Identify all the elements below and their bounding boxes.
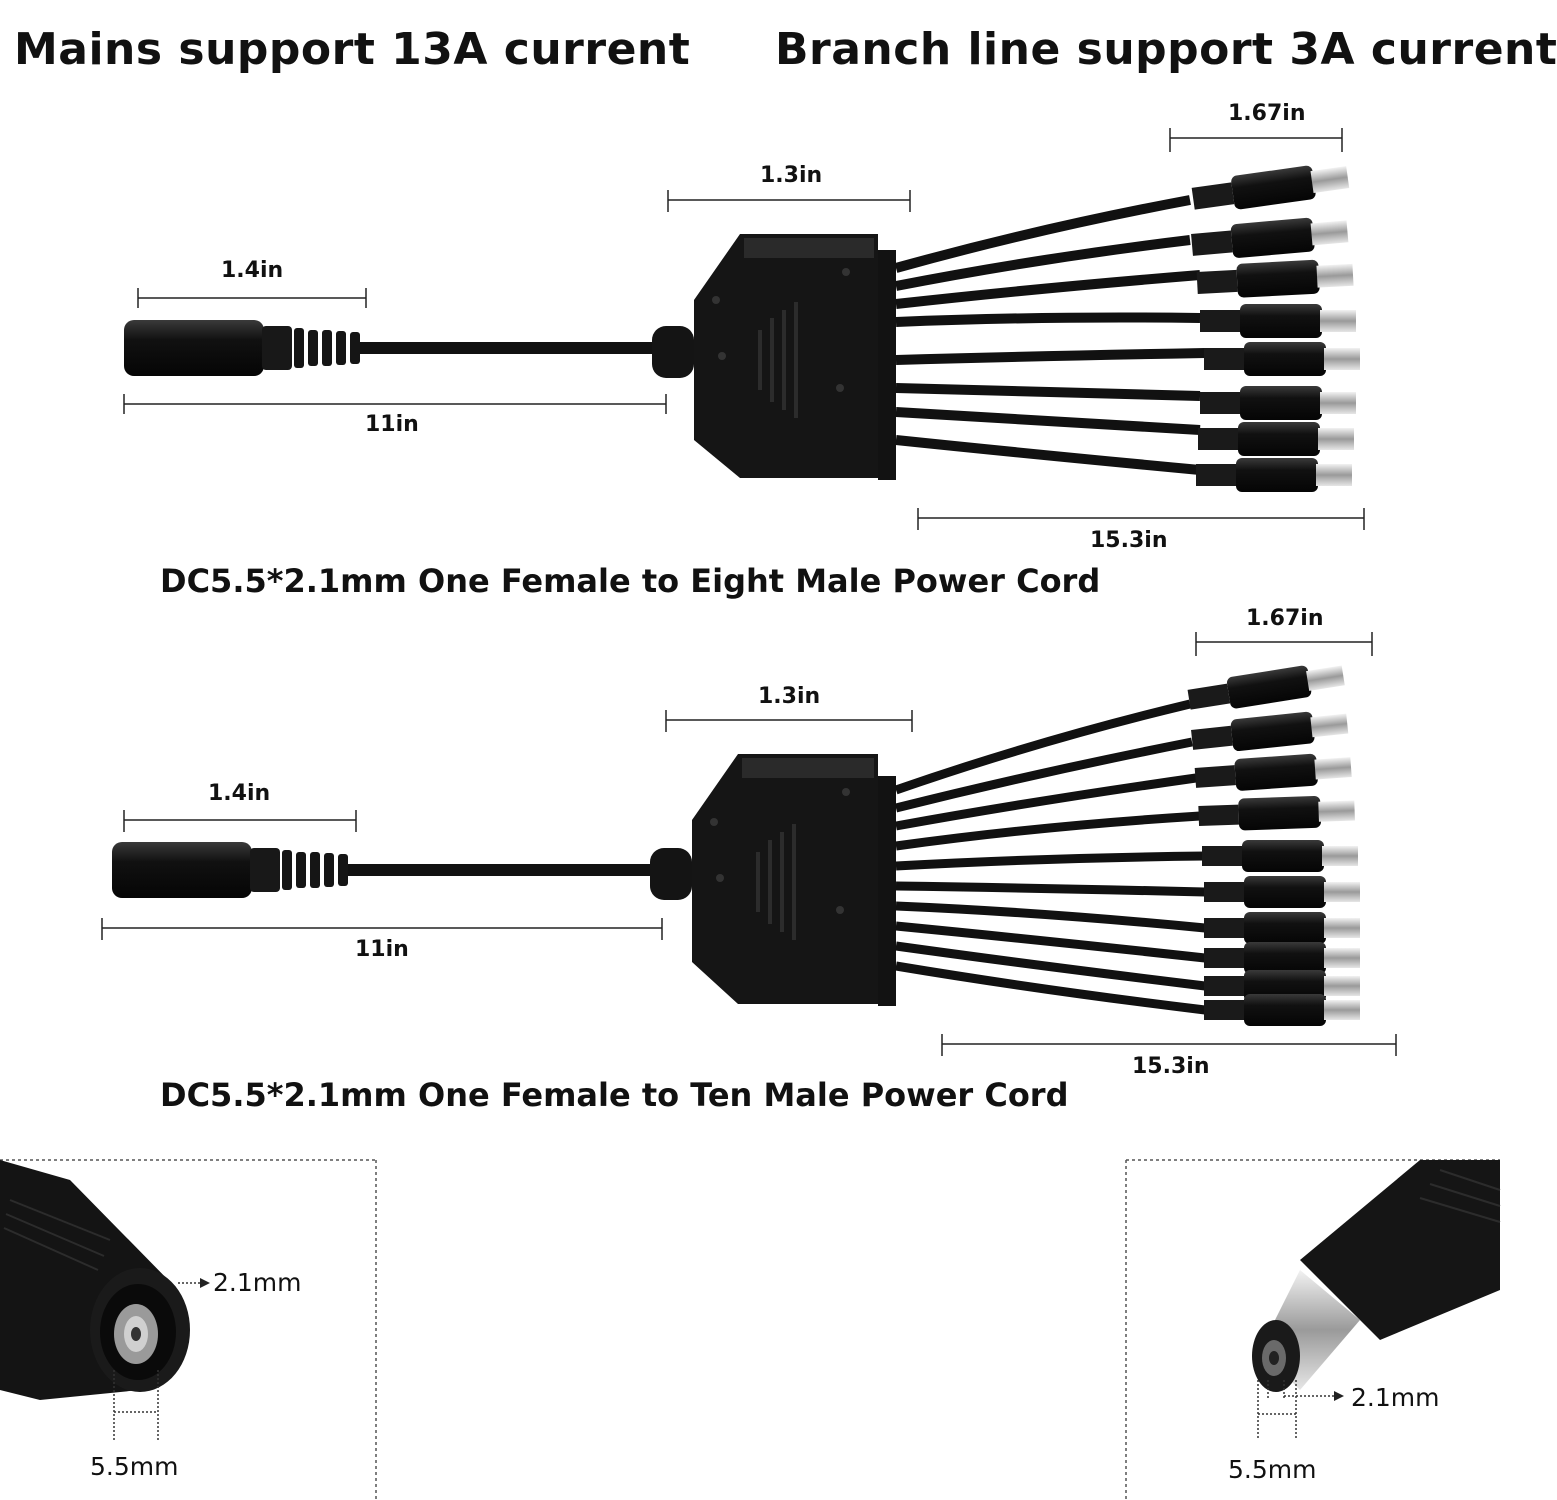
- eight-male-plug-length: 1.67in: [1228, 101, 1306, 126]
- ten-branch-length: 15.3in: [1132, 1054, 1210, 1079]
- male-end-detail: [1125, 1159, 1501, 1500]
- splitter-hub: [652, 234, 896, 480]
- ten-main-cable-length: 11in: [355, 937, 409, 962]
- female-end-detail: [0, 1159, 377, 1500]
- male-outer-diameter: 5.5mm: [1228, 1455, 1317, 1484]
- female-plug: [124, 320, 360, 376]
- splitter-hub: [650, 754, 896, 1006]
- ten-way-caption: DC5.5*2.1mm One Female to Ten Male Power…: [160, 1076, 1069, 1114]
- branch-current-heading: Branch line support 3A current: [775, 24, 1557, 75]
- eight-way-caption: DC5.5*2.1mm One Female to Eight Male Pow…: [160, 562, 1101, 600]
- ten-female-plug-length: 1.4in: [208, 781, 271, 806]
- female-inner-diameter: 2.1mm: [213, 1268, 302, 1297]
- branch-cables: [894, 699, 1206, 1015]
- ten-way-cord: [101, 632, 1397, 1056]
- eight-main-cable-length: 11in: [365, 412, 419, 437]
- male-plugs: [1187, 665, 1360, 1026]
- eight-branch-length: 15.3in: [1090, 528, 1168, 553]
- male-plugs: [1191, 165, 1360, 492]
- branch-cables: [894, 195, 1206, 475]
- mains-current-heading: Mains support 13A current: [14, 24, 691, 75]
- ten-splitter-width: 1.3in: [758, 684, 821, 709]
- dimension-lines: [101, 632, 1397, 1056]
- ten-male-plug-length: 1.67in: [1246, 606, 1324, 631]
- dimension-lines: [123, 128, 1365, 530]
- eight-female-plug-length: 1.4in: [221, 258, 284, 283]
- male-inner-diameter: 2.1mm: [1351, 1383, 1440, 1412]
- product-illustration: [0, 128, 1501, 1500]
- female-plug: [112, 842, 348, 898]
- eight-way-cord: [123, 128, 1365, 530]
- female-outer-diameter: 5.5mm: [90, 1452, 179, 1481]
- main-cable: [348, 864, 656, 876]
- main-cable: [360, 342, 660, 354]
- eight-splitter-width: 1.3in: [760, 163, 823, 188]
